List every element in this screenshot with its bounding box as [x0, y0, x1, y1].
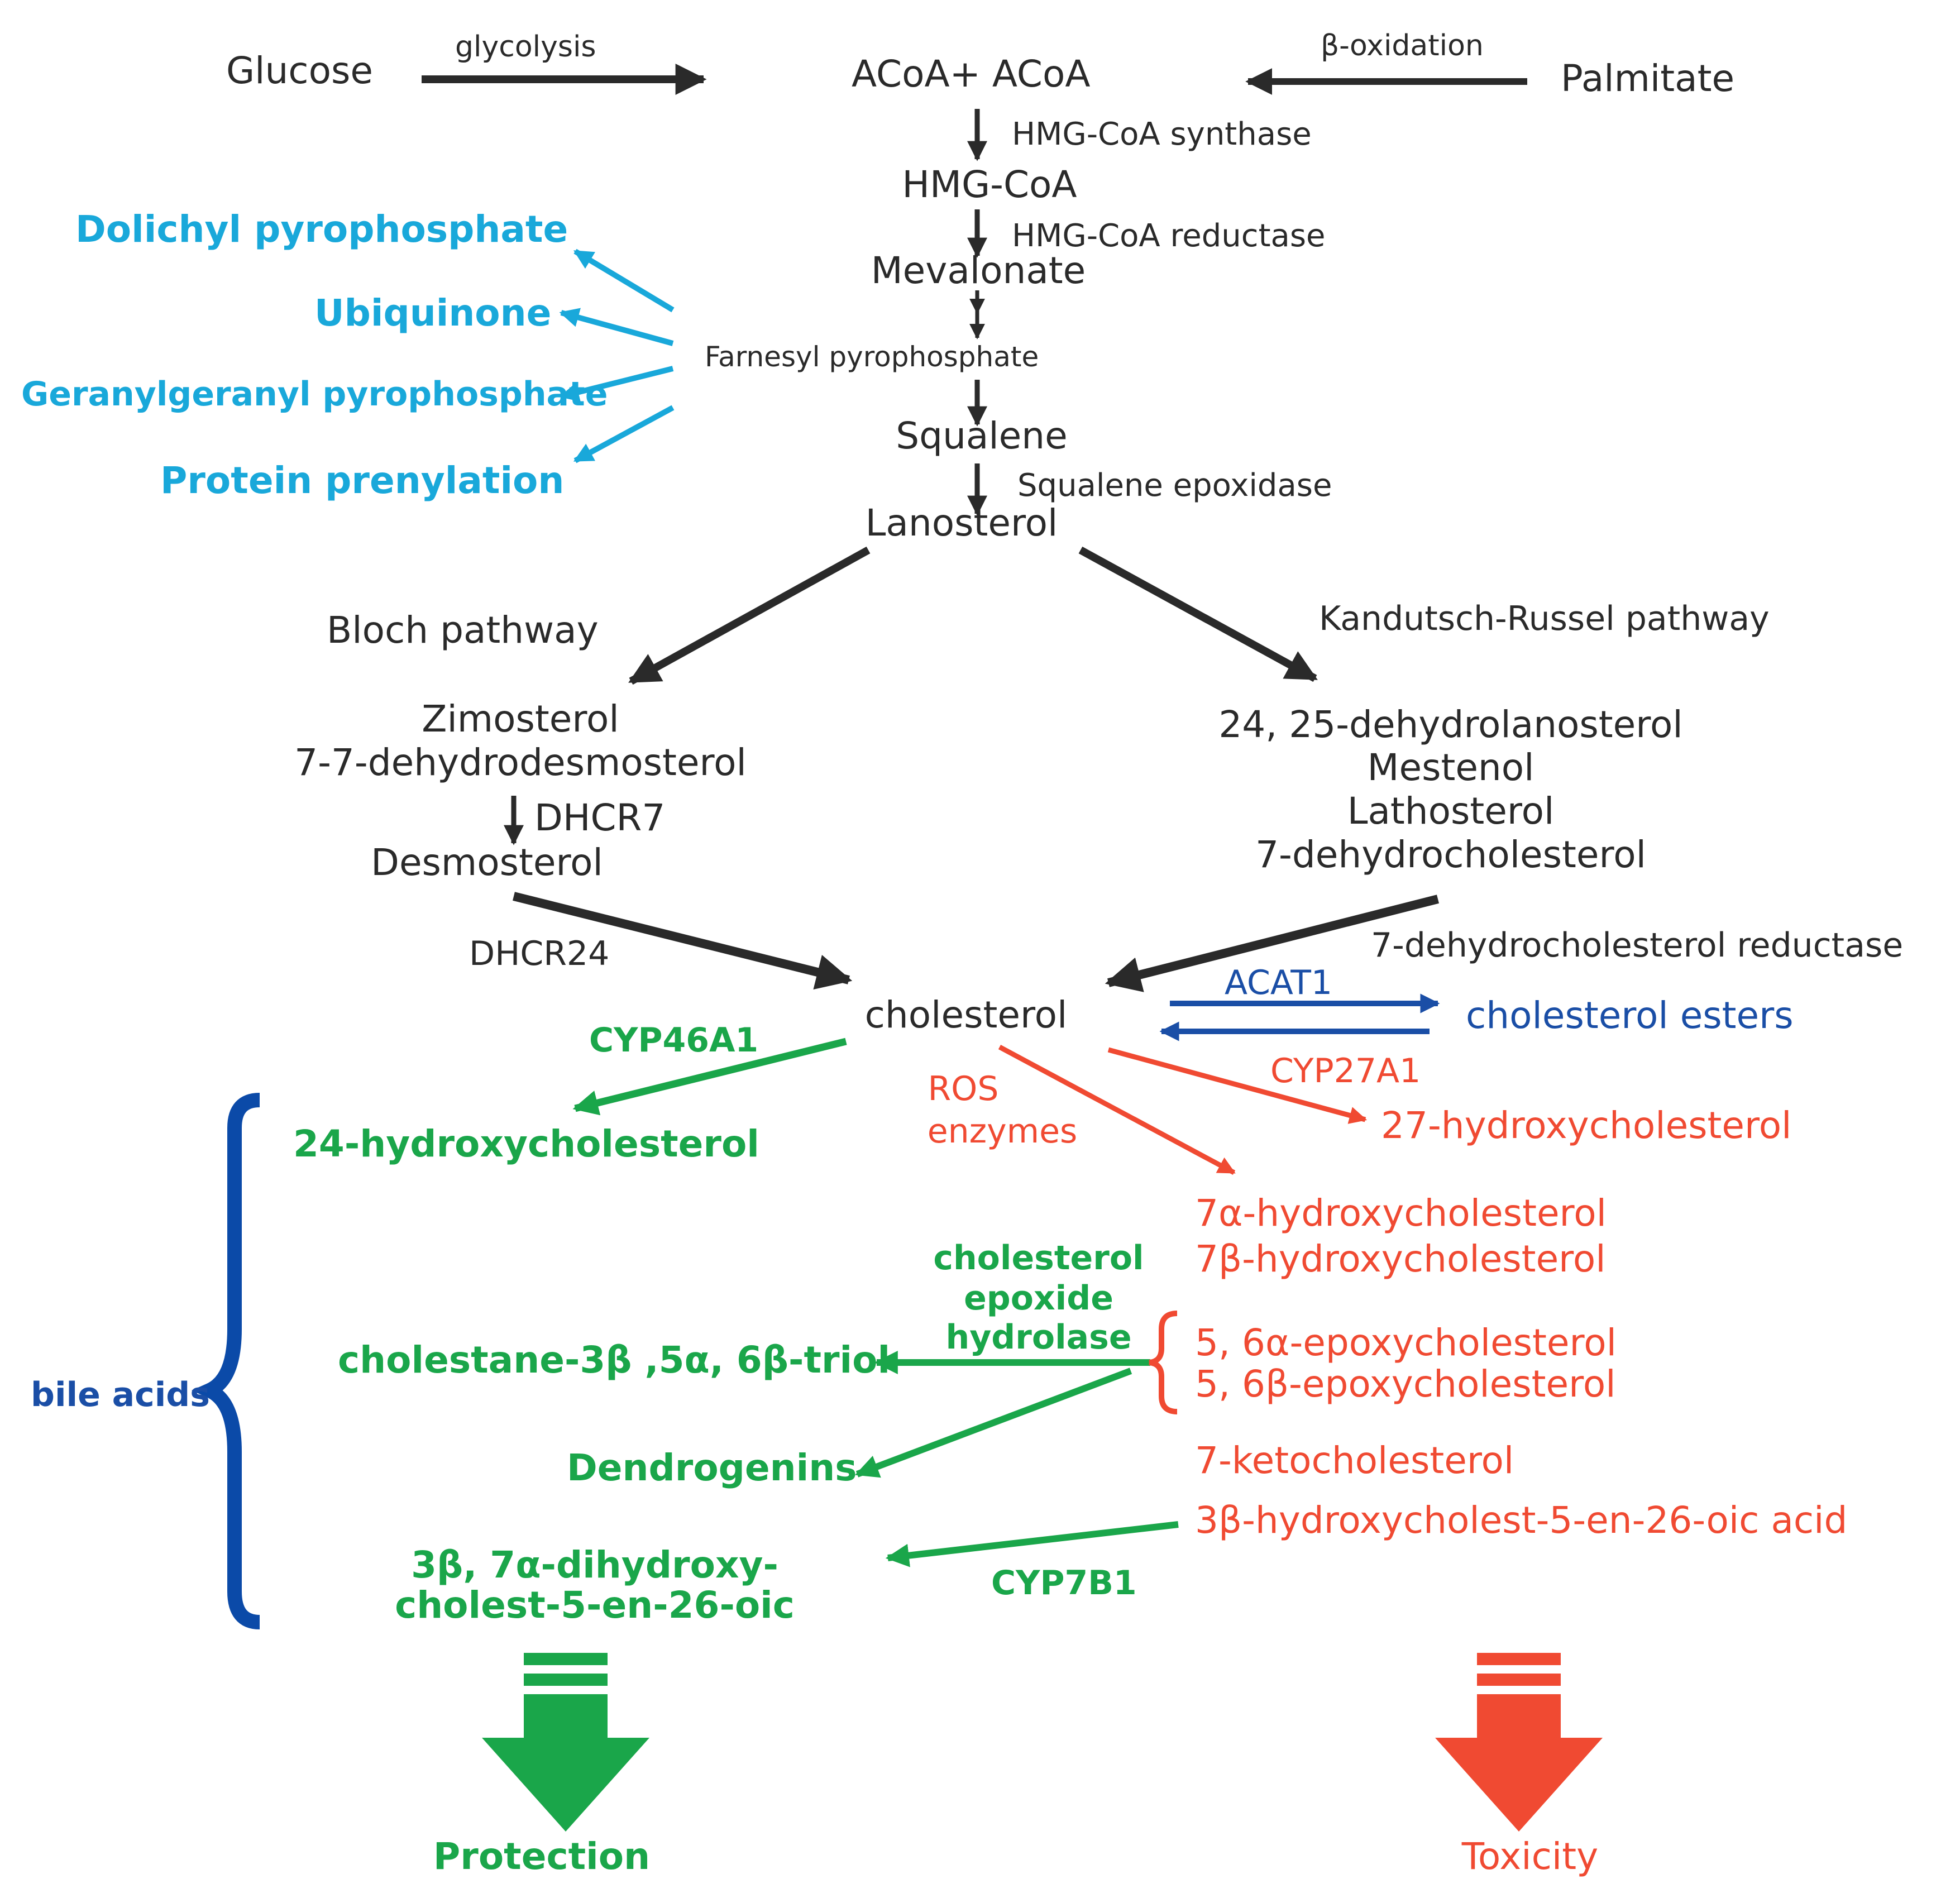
reductase-7dhc-arrow	[1105, 895, 1439, 992]
dhcr24-arrow	[513, 892, 853, 990]
dendrogenins-arrow	[855, 1368, 1132, 1478]
kandutsch-arrow	[1078, 546, 1318, 682]
ros-label-line2: enzymes	[927, 1112, 1078, 1151]
5-6b-epoxycholesterol-label: 5, 6β-epoxycholesterol	[1195, 1362, 1616, 1405]
7b-hydroxycholesterol-label: 7β-hydroxycholesterol	[1195, 1237, 1606, 1280]
glycolysis-label: glycolysis	[455, 30, 596, 64]
dehydrodesmosterol-label: 7-7-dehydrodesmosterol	[294, 741, 747, 784]
ros-label-line1: ROS	[928, 1069, 999, 1108]
acoa-label: ACoA+ ACoA	[852, 52, 1091, 95]
beta-oxidation-label: β-oxidation	[1321, 29, 1484, 63]
hmg-coa-label: HMG-CoA	[902, 163, 1077, 206]
toxicity-arrow	[1435, 1653, 1603, 1832]
farnesyl-label: Farnesyl pyrophosphate	[705, 341, 1039, 373]
7-dehydrocholesterol-label: 7-dehydrocholesterol	[1255, 833, 1646, 876]
24-hydroxycholesterol-label: 24-hydroxycholesterol	[293, 1122, 759, 1165]
cyp27a1-label: CYP27A1	[1270, 1051, 1421, 1091]
ubiquinone-label: Ubiquinone	[314, 291, 552, 334]
bile-acids-brace	[192, 1093, 260, 1629]
protection-label: Protection	[433, 1835, 651, 1878]
mestenol-label: Mestenol	[1367, 746, 1534, 789]
cyp46a1-label: CYP46A1	[589, 1021, 759, 1060]
bloch-pathway-label: Bloch pathway	[327, 609, 599, 652]
cyp7b1-arrow	[885, 1521, 1179, 1567]
protection-arrow	[482, 1653, 649, 1832]
geranylgeranyl-arrow	[559, 366, 674, 402]
cholesterol-esters-label: cholesterol esters	[1466, 994, 1794, 1037]
dehydrolanosterol-label: 24, 25-dehydrolanosterol	[1218, 703, 1683, 746]
epoxy-bracket	[1149, 1311, 1178, 1414]
zimosterol-label: Zimosterol	[422, 697, 619, 740]
toxicity-label: Toxicity	[1461, 1835, 1599, 1878]
cyp46a1-arrow	[572, 1038, 847, 1116]
ubiquinone-arrow	[559, 308, 674, 346]
hydrolase-label-line1: cholesterol	[933, 1239, 1144, 1278]
dendrogenins-label: Dendrogenins	[567, 1446, 857, 1489]
dihydroxy-label-line1: 3β, 7α-dihydroxy-	[411, 1543, 778, 1586]
lanosterol-label: Lanosterol	[865, 501, 1058, 544]
acat1-label: ACAT1	[1225, 963, 1333, 1002]
cholesterol-label: cholesterol	[864, 993, 1068, 1036]
7a-hydroxycholesterol-label: 7α-hydroxycholesterol	[1195, 1192, 1607, 1235]
desmosterol-label: Desmosterol	[371, 841, 603, 884]
squalene-epoxidase-label: Squalene epoxidase	[1017, 467, 1332, 504]
hmg-coa-synthase-label: HMG-CoA synthase	[1012, 116, 1312, 152]
lathosterol-label: Lathosterol	[1347, 790, 1555, 833]
triol-label: cholestane-3β ,5α, 6β-triol	[338, 1338, 891, 1381]
dolichyl-arrow	[573, 248, 675, 313]
palmitate-label: Palmitate	[1561, 57, 1735, 100]
oic-acid-label: 3β-hydroxycholest-5-en-26-oic acid	[1195, 1499, 1848, 1542]
squalene-label: Squalene	[896, 414, 1068, 457]
hmg-coa-reductase-label: HMG-CoA reductase	[1012, 218, 1326, 254]
glucose-label: Glucose	[226, 49, 373, 92]
cyp27a1-arrow	[1107, 1047, 1368, 1124]
7-ketocholesterol-label: 7-ketocholesterol	[1195, 1439, 1514, 1482]
cyp7b1-label: CYP7B1	[991, 1564, 1137, 1603]
ros-arrow	[998, 1045, 1236, 1175]
dhcr7-label: DHCR7	[534, 796, 666, 839]
27-hydroxycholesterol-label: 27-hydroxycholesterol	[1381, 1104, 1792, 1147]
hydrolase-label-line2: epoxide	[964, 1279, 1113, 1318]
prenylation-arrow	[573, 405, 675, 463]
bloch-arrow	[628, 546, 871, 685]
hydrolase-label-line3: hydrolase	[945, 1318, 1132, 1357]
7dhc-reductase-label: 7-dehydrocholesterol reductase	[1371, 926, 1904, 965]
dolichyl-label: Dolichyl pyrophosphate	[75, 208, 568, 251]
5-6a-epoxycholesterol-label: 5, 6α-epoxycholesterol	[1195, 1321, 1617, 1364]
prenylation-label: Protein prenylation	[160, 459, 565, 502]
bile-acids-label: bile acids	[31, 1375, 210, 1414]
dhcr24-label: DHCR24	[469, 934, 610, 973]
kandutsch-pathway-label: Kandutsch-Russel pathway	[1319, 599, 1770, 638]
dihydroxy-label-line2: cholest-5-en-26-oic	[395, 1584, 795, 1627]
geranylgeranyl-label: Geranylgeranyl pyrophosphate	[21, 375, 608, 414]
mevalonate-label: Mevalonate	[871, 249, 1086, 292]
